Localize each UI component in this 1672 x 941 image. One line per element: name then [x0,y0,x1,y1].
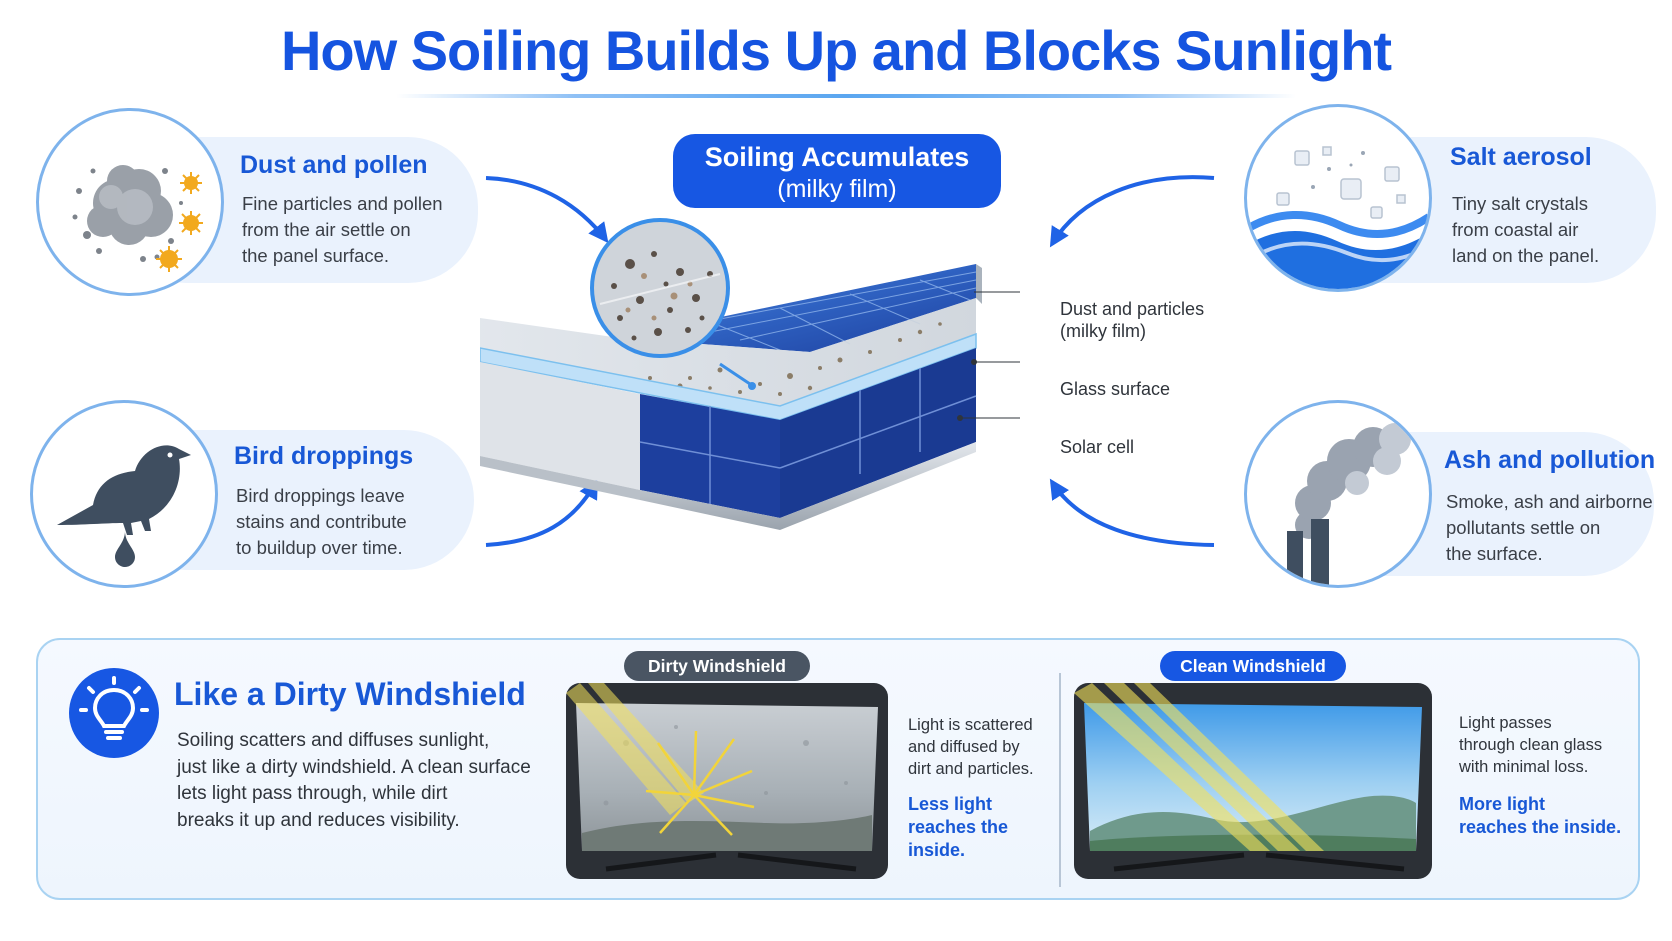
layer-label-glass: Glass surface [1060,379,1171,399]
source-circle-ash [1244,400,1432,588]
salt-wave-icon [1247,146,1429,289]
bird-icon [57,445,191,567]
source-circle-salt [1244,104,1432,292]
windshield-divider [1059,673,1061,887]
analogy-title: Like a Dirty Windshield [174,676,526,712]
dirty-windshield-image [566,683,888,879]
arrow-ash-to-panel [1049,478,1215,547]
arrow-bird-to-panel [485,478,598,547]
source-title-bird: Bird droppings [234,442,414,470]
clean-windshield-image [1074,683,1432,879]
magnifier-closeup [590,218,756,390]
soiling-accumulates-badge: Soiling Accumulates (milky film) [673,134,1001,208]
layer-label-cell: Solar cell [1060,437,1135,457]
title-underline [396,94,1296,98]
lightbulb-badge [69,668,159,758]
solar-panel-illustration [480,264,1020,530]
page-title: How Soiling Builds Up and Blocks Sunligh… [280,19,1392,82]
arrow-salt-to-panel [1049,175,1215,248]
dirty-windshield-badge: Dirty Windshield [624,651,810,681]
source-circle-bird [30,400,218,588]
clean-windshield-badge: Clean Windshield [1160,651,1346,681]
arrow-dust-to-panel [485,176,609,244]
center-badge-title: Soiling Accumulates [704,142,970,172]
panel-cell-side [780,348,976,518]
layer-label-dust: Dust and particles(milky film) [1060,299,1205,341]
source-title-salt: Salt aerosol [1450,143,1592,171]
lightbulb-icon [79,676,149,740]
source-circle-dust [36,108,224,296]
source-title-dust: Dust and pollen [240,151,428,179]
straight-rays [1074,683,1324,851]
dust-pollen-icon [72,165,203,272]
smokestack-icon [1287,423,1411,585]
center-badge-subtitle: (milky film) [777,175,897,203]
scattered-rays [645,730,755,836]
analogy-description: Soiling scatters and diffuses sunlight,j… [177,730,531,831]
source-title-ash: Ash and pollution [1444,446,1656,474]
